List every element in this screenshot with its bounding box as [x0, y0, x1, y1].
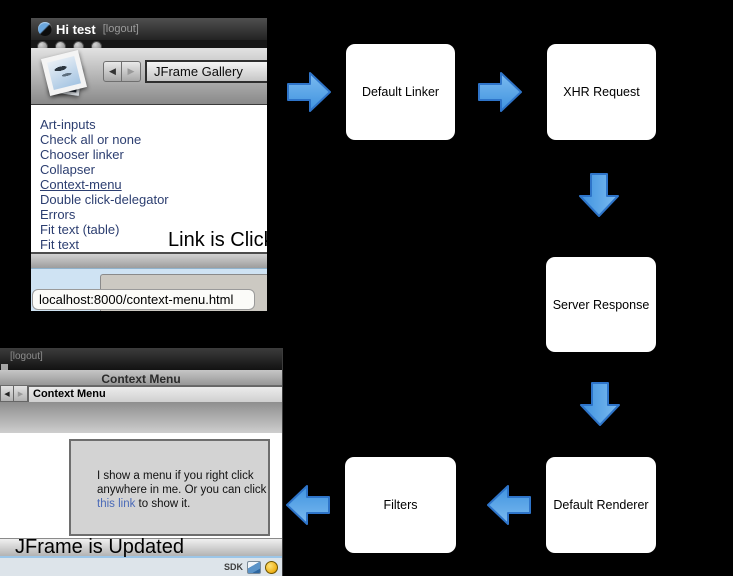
- gallery-link-fit-text-table[interactable]: Fit text (table): [40, 222, 120, 237]
- annotation-link-clicked: Link is Click: [168, 229, 267, 251]
- page-content: I show a menu if you right click anywher…: [0, 433, 282, 538]
- show-menu-link[interactable]: this link: [97, 498, 136, 510]
- window-control-icon[interactable]: [37, 41, 48, 48]
- browser-window-context-menu: [logout] Context Menu ◀ ▶ Context Menu I…: [0, 348, 283, 576]
- gallery-link-context-menu[interactable]: Context-menu: [40, 177, 122, 192]
- photo-gallery-icon: [39, 49, 93, 104]
- window-title-text: Context Menu: [101, 372, 181, 385]
- gallery-link-art-inputs[interactable]: Art-inputs: [40, 117, 96, 132]
- panel-text-line2: anywhere in me. Or you can click: [97, 484, 267, 496]
- divider-line: [0, 556, 282, 558]
- toolbar-gradient: [0, 402, 282, 433]
- context-menu-panel[interactable]: I show a menu if you right click anywher…: [69, 439, 270, 536]
- gallery-link-collapser[interactable]: Collapser: [40, 162, 95, 177]
- taskbar: SDK: [0, 558, 282, 576]
- gallery-link-list: Art-inputs Check all or none Chooser lin…: [31, 105, 267, 252]
- gallery-link-fit-text[interactable]: Fit text: [40, 237, 80, 252]
- gallery-link-chooser-linker[interactable]: Chooser linker: [40, 147, 124, 162]
- panel-text-line1: I show a menu if you right click: [97, 470, 254, 482]
- arrow-right-icon: [478, 71, 522, 113]
- forward-button[interactable]: ▶: [122, 61, 141, 82]
- forward-button[interactable]: ▶: [14, 386, 28, 402]
- gallery-link-errors[interactable]: Errors: [40, 207, 76, 222]
- window-icon-fragment: [1, 364, 8, 370]
- title-bar: Hi test [logout]: [31, 18, 267, 40]
- gallery-title-field[interactable]: JFrame Gallery: [145, 60, 267, 83]
- panel-text-line3: to show it.: [135, 498, 191, 510]
- gallery-link-check-all[interactable]: Check all or none: [40, 132, 142, 147]
- flow-box-default-renderer: Default Renderer: [546, 457, 656, 553]
- flow-box-default-linker: Default Linker: [346, 44, 455, 140]
- flow-box-filters: Filters: [345, 457, 456, 553]
- flow-box-server-response: Server Response: [546, 257, 656, 352]
- toolbar: ◀ ▶ JFrame Gallery: [31, 48, 267, 105]
- photo-app-icon[interactable]: [247, 560, 261, 574]
- photo-thumbnail: [47, 56, 81, 90]
- scroll-bar[interactable]: [31, 252, 267, 268]
- nav-button-group: ◀ ▶: [103, 61, 141, 82]
- arrow-down-icon: [578, 173, 620, 217]
- annotation-jframe-updated: JFrame is Updated: [15, 536, 184, 558]
- logout-link[interactable]: [logout]: [102, 23, 139, 35]
- arrow-down-icon: [579, 382, 621, 426]
- photo-card-front: [40, 49, 88, 97]
- page-title-field: Context Menu: [28, 386, 282, 402]
- back-button[interactable]: ◀: [0, 386, 14, 402]
- status-bar: [0, 538, 282, 556]
- logout-link[interactable]: [logout]: [10, 351, 43, 362]
- window-control-icon[interactable]: [91, 41, 102, 48]
- status-url-tooltip: localhost:8000/context-menu.html: [32, 289, 255, 310]
- window-control-icon[interactable]: [73, 41, 84, 48]
- clipped-window-title: Context Menu: [0, 370, 282, 385]
- window-controls-row: [31, 40, 267, 48]
- flow-box-xhr-request: XHR Request: [547, 44, 656, 140]
- back-button[interactable]: ◀: [103, 61, 122, 82]
- title-bar: [logout]: [0, 348, 282, 370]
- app-logo-icon: [38, 22, 52, 36]
- window-control-icon[interactable]: [55, 41, 66, 48]
- window-title: Hi test: [56, 21, 96, 37]
- arrow-right-icon: [287, 71, 331, 113]
- arrow-left-icon: [286, 484, 330, 526]
- sdk-label: SDK: [223, 562, 243, 572]
- gallery-link-double-click-delegator[interactable]: Double click-delegator: [40, 192, 169, 207]
- swirl-app-icon[interactable]: [265, 560, 278, 574]
- browser-window-gallery: Hi test [logout] ◀ ▶ JFrame Gallery Art-…: [31, 18, 267, 311]
- arrow-left-icon: [487, 484, 531, 526]
- nav-row: ◀ ▶ Context Menu: [0, 385, 282, 402]
